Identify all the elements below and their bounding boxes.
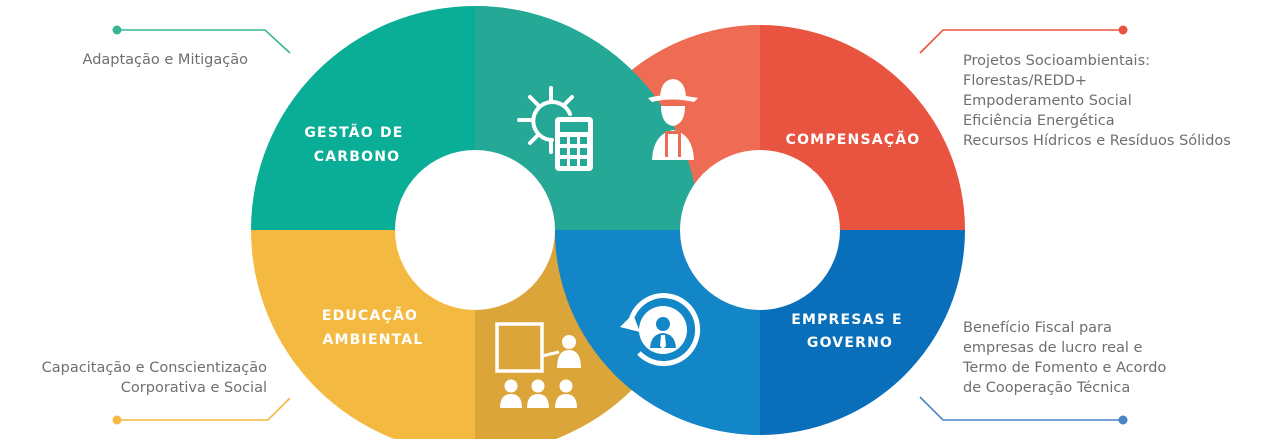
farmer-icon (648, 79, 698, 160)
educacao-label: EDUCAÇÃO AMBIENTAL (322, 307, 424, 348)
annotation-line: Empoderamento Social (963, 93, 1132, 109)
annotation-line: Corporativa e Social (120, 380, 267, 396)
annotation-line: de Cooperação Técnica (963, 380, 1131, 396)
annotation-line: Eficiência Energética (963, 113, 1115, 129)
person-refresh-icon (620, 293, 701, 367)
sun-calculator-icon (517, 86, 593, 171)
connector-bottom-left (112, 397, 291, 425)
empresas-label: EMPRESAS E GOVERNO (791, 312, 909, 351)
annotation-top-left: Adaptação e Mitigação (83, 50, 248, 70)
annotation-line: empresas de lucro real e (963, 340, 1143, 356)
left-inner-hole (395, 150, 555, 310)
annotation-line: Florestas/REDD+ (963, 73, 1088, 89)
annotation-line: Capacitação e Conscientização (41, 360, 267, 376)
compensacao-label: COMPENSAÇÃO (786, 131, 921, 148)
right-inner-hole (680, 150, 840, 310)
annotation-line: Benefício Fiscal para (963, 320, 1112, 336)
annotation-bottom-right: Benefício Fiscal para empresas de lucro … (963, 318, 1166, 398)
annotation-line: Recursos Hídricos e Resíduos Sólidos (963, 133, 1231, 149)
carbono-label: GESTÃO DE CARBONO (304, 124, 409, 165)
annotation-line: Termo de Fomento e Acordo (963, 360, 1167, 376)
annotation-line: Adaptação e Mitigação (82, 52, 248, 68)
annotation-top-right: Projetos Socioambientais: Florestas/REDD… (963, 51, 1231, 151)
connector-bottom-right (919, 396, 1128, 425)
connector-top-right (919, 25, 1128, 54)
annotation-bottom-left: Capacitação e Conscientização Corporativ… (42, 358, 267, 398)
annotation-line: Projetos Socioambientais: (963, 53, 1151, 69)
presentation-icon (495, 322, 581, 408)
connector-top-left (112, 25, 291, 54)
